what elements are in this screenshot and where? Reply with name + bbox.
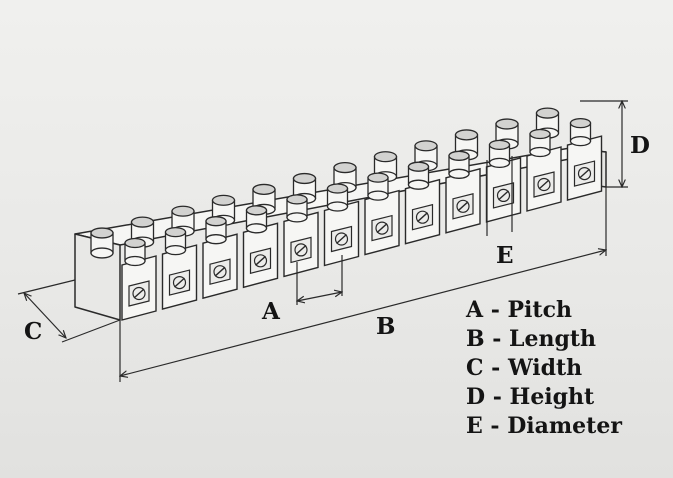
screw-slot-12 <box>579 168 590 179</box>
screw-icon-11 <box>537 177 551 192</box>
legend-item-length: B - Length <box>466 326 597 352</box>
front-post-8-top <box>407 161 430 172</box>
legend-item-diameter: E - Diameter <box>466 413 622 439</box>
front-post-3-base <box>205 234 227 245</box>
rear-post-5-top <box>252 183 276 195</box>
screw-slot-7 <box>376 223 388 234</box>
rear-post-1-base <box>90 247 114 259</box>
front-post-1-top <box>124 237 146 249</box>
front-post-11-base <box>529 146 551 158</box>
dim-a-line <box>297 292 342 301</box>
rear-post-10-top <box>454 129 479 141</box>
screw-icon-6 <box>334 232 349 246</box>
rear-post-1-top <box>90 227 114 239</box>
front-post-7-base <box>367 190 389 201</box>
front-post-1-base <box>124 255 146 267</box>
dim-c-ext-bottom <box>61 319 121 343</box>
screw-icon-7 <box>375 221 389 235</box>
front-post-6-top <box>326 183 349 194</box>
front-post-8-base <box>407 179 430 190</box>
screw-icon-9 <box>456 199 470 213</box>
screw-slot-11 <box>538 179 550 190</box>
front-post-6-base <box>326 201 349 212</box>
dimension-legend: A - Pitch B - Length C - Width D - Heigh… <box>466 296 622 441</box>
dim-label-a: A <box>262 298 280 325</box>
screw-slot-8 <box>417 212 428 223</box>
front-post-11-top <box>529 128 551 140</box>
dim-c-ext-top <box>17 279 76 295</box>
screw-icon-12 <box>577 167 592 181</box>
front-post-2-base <box>164 244 187 256</box>
front-post-10-base <box>488 157 511 169</box>
front-post-4-top <box>245 205 268 216</box>
rear-post-4-top <box>211 194 236 206</box>
front-post-9-base <box>448 168 470 179</box>
front-post-10-top <box>488 139 511 151</box>
legend-item-height: D - Height <box>466 384 595 410</box>
rear-post-6-top <box>292 172 317 185</box>
screw-icon-8 <box>415 210 430 224</box>
rear-post-3-top <box>171 205 195 217</box>
rear-post-11-top <box>495 118 519 130</box>
dim-label-c: C <box>24 318 43 345</box>
rear-post-12-top <box>535 107 560 119</box>
front-post-2-top <box>164 226 187 238</box>
rear-post-9-top <box>414 140 438 152</box>
front-post-5-top <box>286 194 308 205</box>
front-post-3-top <box>205 216 227 227</box>
dim-label-b: B <box>376 313 396 340</box>
rear-post-7-top <box>333 162 357 174</box>
screw-slot-6 <box>336 233 347 245</box>
front-post-4-base <box>245 223 268 234</box>
screw-slot-10 <box>498 190 509 201</box>
legend-item-width: C - Width <box>466 355 583 381</box>
dim-label-e: E <box>496 242 514 269</box>
screw-slot-9 <box>457 201 469 212</box>
front-post-9-top <box>448 150 470 161</box>
front-post-7-top <box>367 172 389 183</box>
dim-b-line <box>120 250 606 376</box>
front-post-12-base <box>569 135 592 147</box>
rear-post-8-top <box>373 151 398 163</box>
rear-post-2-top <box>130 216 155 228</box>
dimension-lines <box>17 101 628 382</box>
front-post-12-top <box>569 117 592 129</box>
dim-c-line <box>24 293 66 338</box>
screw-icon-10 <box>496 188 511 202</box>
legend-item-pitch: A - Pitch <box>466 297 572 323</box>
dim-label-d: D <box>630 132 650 159</box>
front-post-5-base <box>286 212 308 223</box>
